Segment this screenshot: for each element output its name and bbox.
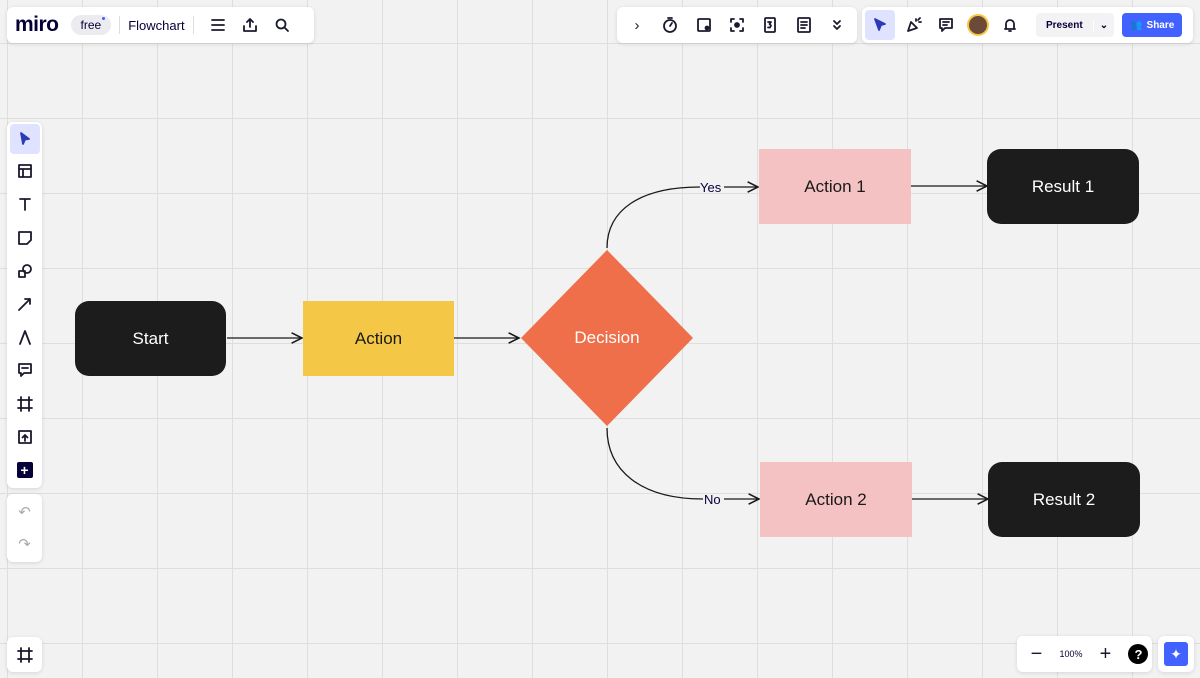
sticky-note-icon[interactable] bbox=[9, 222, 41, 254]
result1-node[interactable]: Result 1 bbox=[987, 149, 1139, 224]
action1-node[interactable]: Action 1 bbox=[759, 149, 911, 224]
zoom-level[interactable]: 100% bbox=[1059, 649, 1083, 659]
more-apps-icon[interactable]: + bbox=[9, 454, 41, 486]
action2-node[interactable]: Action 2 bbox=[760, 462, 912, 537]
present-dropdown-icon[interactable]: ⌄ bbox=[1092, 19, 1114, 31]
no-label: No bbox=[704, 492, 721, 507]
collab-toolbar: › bbox=[617, 7, 857, 43]
comment-tool-icon[interactable] bbox=[9, 354, 41, 386]
avatar[interactable] bbox=[967, 14, 989, 36]
undo-redo-panel: ↶ ↷ bbox=[7, 494, 42, 562]
decision-label[interactable]: Decision bbox=[574, 328, 640, 347]
share-label: Share bbox=[1146, 19, 1175, 31]
card-icon[interactable] bbox=[688, 9, 720, 41]
focus-icon[interactable] bbox=[721, 9, 753, 41]
ai-sparkle-icon[interactable]: ✦ bbox=[1164, 642, 1188, 666]
result2-node[interactable]: Result 2 bbox=[988, 462, 1140, 537]
frames-icon bbox=[9, 639, 41, 671]
left-toolbar: + bbox=[7, 122, 42, 488]
yes-label: Yes bbox=[700, 180, 722, 195]
share-users-icon: 👥 bbox=[1130, 19, 1143, 31]
celebrate-icon[interactable] bbox=[898, 9, 930, 41]
more-chevron-icon[interactable] bbox=[821, 9, 853, 41]
search-icon[interactable] bbox=[266, 9, 298, 41]
top-right-toolbar: Present ⌄ 👥Share bbox=[862, 7, 1193, 43]
zoom-in-icon[interactable]: + bbox=[1099, 642, 1112, 665]
templates-icon[interactable] bbox=[9, 155, 41, 187]
select-tool-icon[interactable] bbox=[9, 124, 40, 154]
board-title[interactable]: Flowchart bbox=[128, 17, 185, 33]
connector-icon[interactable] bbox=[9, 288, 41, 320]
expand-chevron-icon[interactable]: › bbox=[634, 16, 640, 34]
action-node[interactable]: Action bbox=[303, 301, 454, 376]
connector-decision-no bbox=[606, 427, 759, 499]
board-header: miro free Flowchart bbox=[7, 7, 314, 43]
start-node[interactable]: Start bbox=[75, 301, 226, 376]
decision-diamond[interactable] bbox=[521, 250, 693, 426]
text-tool-icon[interactable] bbox=[9, 188, 41, 220]
voting-icon[interactable] bbox=[754, 9, 786, 41]
cursor-select-icon[interactable] bbox=[865, 10, 895, 40]
zoom-out-icon[interactable]: − bbox=[1030, 642, 1043, 665]
help-icon[interactable]: ? bbox=[1128, 644, 1149, 664]
menu-icon[interactable] bbox=[202, 9, 234, 41]
redo-icon[interactable]: ↷ bbox=[18, 536, 31, 553]
present-label: Present bbox=[1046, 19, 1083, 31]
notes-icon[interactable] bbox=[788, 9, 820, 41]
bell-icon[interactable] bbox=[994, 9, 1026, 41]
upload-icon[interactable] bbox=[9, 421, 41, 453]
plan-badge-label: free bbox=[80, 18, 102, 32]
export-icon[interactable] bbox=[234, 9, 266, 41]
timer-icon[interactable] bbox=[654, 9, 686, 41]
comments-icon[interactable] bbox=[930, 9, 962, 41]
zoom-controls: − 100% + ? bbox=[1017, 636, 1152, 672]
frames-panel-button[interactable] bbox=[7, 637, 42, 672]
shapes-icon[interactable] bbox=[9, 255, 41, 287]
connector-decision-yes bbox=[606, 187, 758, 249]
ai-assist-panel: ✦ bbox=[1158, 636, 1194, 672]
plan-badge[interactable]: free bbox=[70, 15, 112, 35]
pen-icon[interactable] bbox=[9, 321, 41, 353]
undo-icon[interactable]: ↶ bbox=[18, 504, 31, 521]
share-button[interactable]: 👥Share bbox=[1122, 13, 1183, 37]
miro-logo[interactable]: miro bbox=[15, 13, 59, 36]
frame-tool-icon[interactable] bbox=[9, 388, 41, 420]
present-button[interactable]: Present ⌄ bbox=[1036, 13, 1115, 37]
